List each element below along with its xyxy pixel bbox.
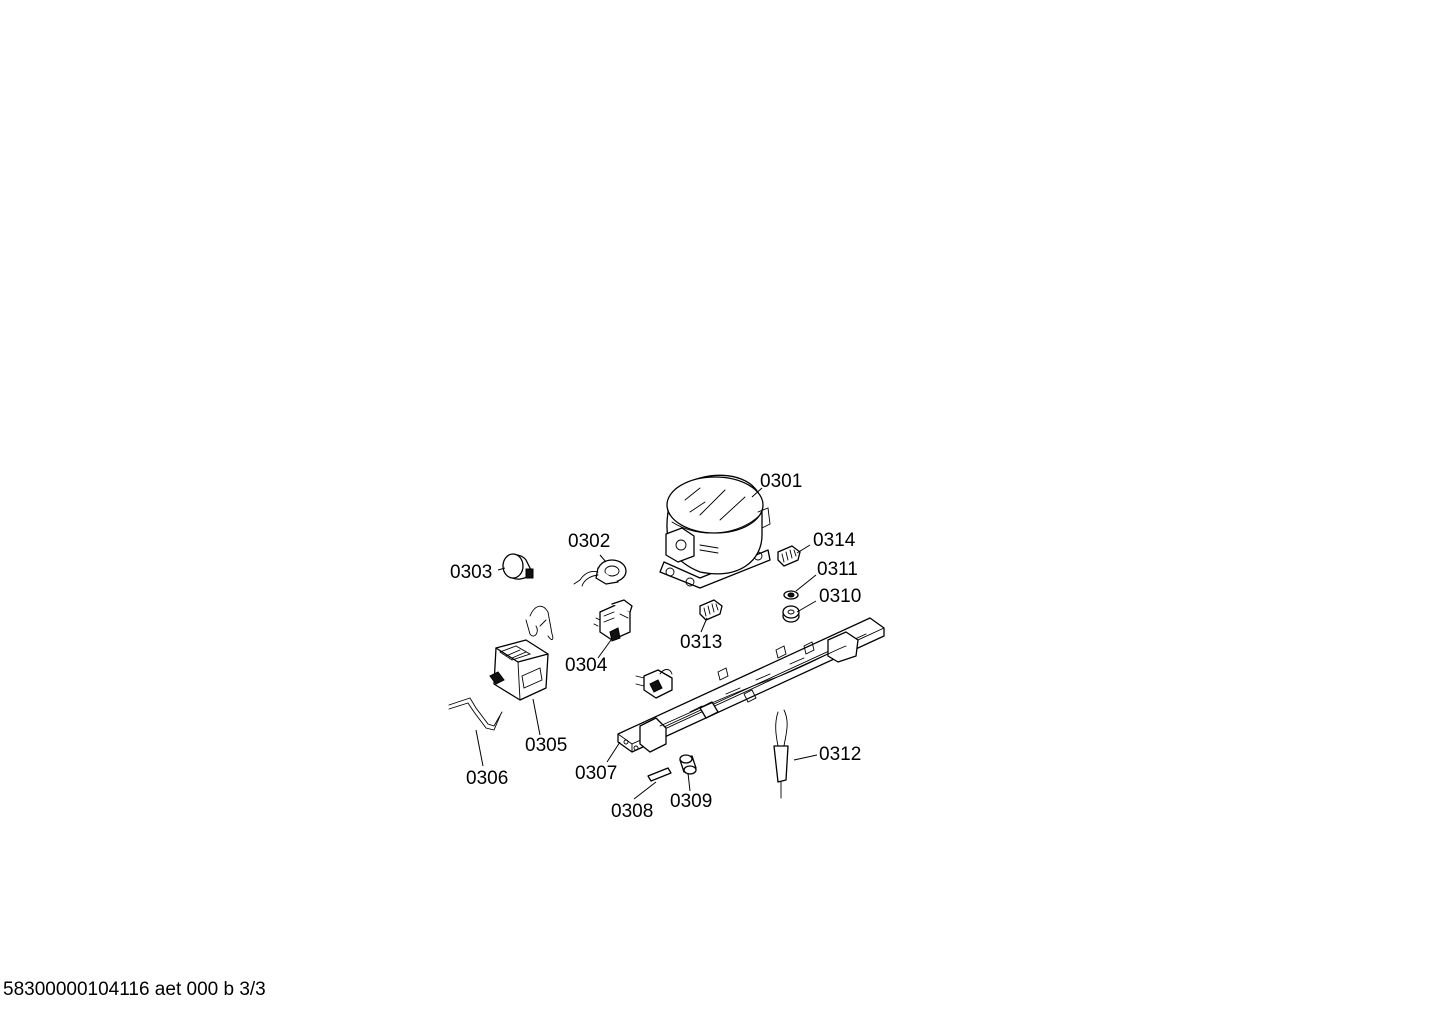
callout-0303: 0303 [450, 562, 492, 583]
part-overload-protector [593, 599, 633, 642]
part-compressor [659, 474, 771, 589]
callout-0306: 0306 [466, 768, 508, 789]
callout-0307: 0307 [575, 763, 617, 784]
part-sleeve [679, 754, 697, 775]
callout-0313: 0313 [680, 632, 722, 653]
callout-0312: 0312 [819, 744, 861, 765]
part-retaining-clip [525, 605, 554, 641]
callout-0311: 0311 [817, 559, 858, 580]
part-capacitor [502, 553, 534, 580]
leader-lines [475, 487, 818, 800]
callout-0314: 0314 [813, 530, 856, 551]
part-terminal-cover [489, 639, 549, 701]
part-pin [647, 767, 672, 782]
part-plug [777, 545, 801, 567]
part-grommet [782, 605, 800, 623]
callout-0301: 0301 [760, 471, 802, 492]
callout-0308: 0308 [611, 801, 653, 822]
part-spring-clip [448, 697, 503, 731]
part-starter-relay [573, 559, 627, 587]
callout-0309: 0309 [670, 791, 712, 812]
part-temperature-sensor [773, 709, 789, 799]
callout-labels: 0301 0302 0303 0304 0305 0306 0307 0308 … [450, 471, 861, 822]
callout-0304: 0304 [565, 655, 608, 676]
callout-0310: 0310 [819, 586, 861, 607]
part-cable-holder [635, 669, 673, 699]
callout-0305: 0305 [525, 735, 567, 756]
callout-0302: 0302 [568, 531, 610, 552]
part-connector [699, 599, 723, 621]
part-washer [783, 590, 799, 600]
part-base-rail [617, 617, 885, 753]
document-code: 58300000104116 aet 000 b 3/3 [3, 979, 266, 1000]
